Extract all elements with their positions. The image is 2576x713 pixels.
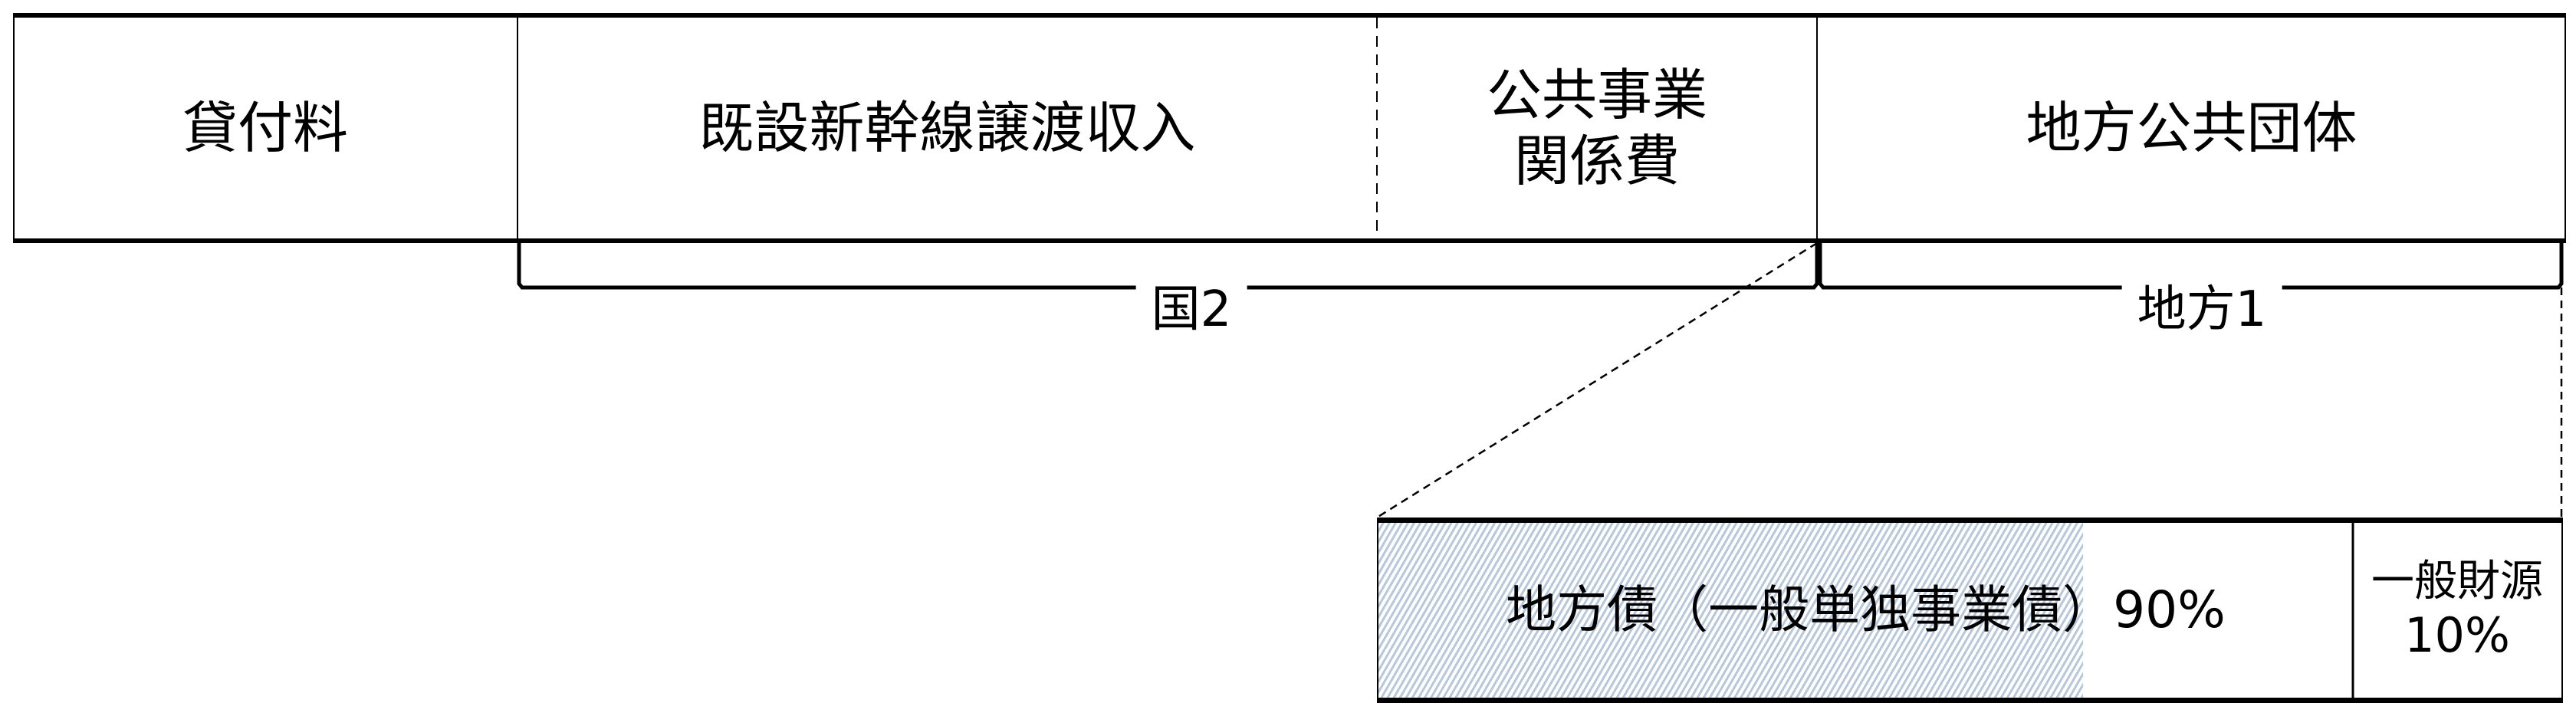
zoom-line-left bbox=[1376, 242, 1818, 519]
local-label: 地方1 bbox=[2121, 285, 2282, 334]
general-funds-cell: 一般財源 10% bbox=[2353, 523, 2561, 698]
local-bond-label: 地方債（一般単独事業債）90% bbox=[1506, 580, 2226, 640]
local-breakdown-bar bbox=[1377, 518, 2563, 703]
general-funds-pct: 10% bbox=[2404, 607, 2510, 664]
cell-local-government: 地方公共団体 bbox=[2026, 95, 2358, 160]
bond-hatch-fill bbox=[1378, 523, 2083, 698]
cell-shinkansen-transfer-income: 既設新幹線譲渡収入 bbox=[698, 95, 1196, 160]
general-funds-label: 一般財源 bbox=[2371, 557, 2543, 607]
cell-public-works-cost: 公共事業 関係費 bbox=[1486, 62, 1707, 193]
funding-bar bbox=[13, 13, 2566, 243]
cell-lease-fee: 貸付料 bbox=[182, 95, 348, 160]
national-label: 国2 bbox=[1135, 285, 1247, 334]
